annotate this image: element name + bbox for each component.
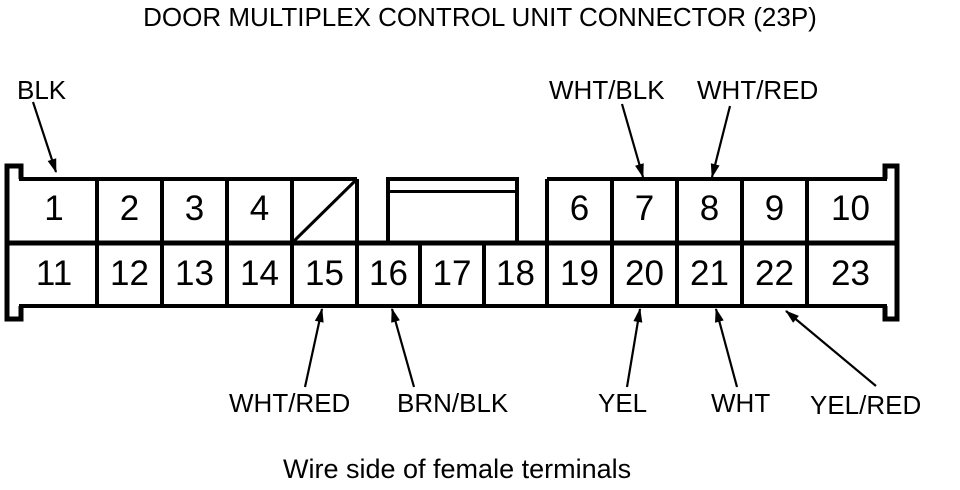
pin-cell-20: 20 [625,254,664,293]
wire-label-brn-blk: BRN/BLK [397,388,509,418]
pin-cell-12: 12 [110,254,149,293]
wire-label-wht-red-top: WHT/RED [697,75,819,105]
leader-arrow-yel-red [785,310,877,387]
pin-cell-9: 9 [764,189,785,228]
leader-arrow-brn-blk [390,308,416,388]
pin-cell-2: 2 [119,189,140,228]
pin-cell-4: 4 [249,189,270,228]
pin-cell-14: 14 [240,254,279,293]
pin-cell-6: 6 [569,189,590,228]
pin-cell-8: 8 [699,189,720,228]
keyway-tab [386,177,519,243]
wire-label-yel-red: YEL/RED [810,390,922,420]
pin-cell-22: 22 [755,254,794,293]
caption-wire-side: Wire side of female terminals [283,454,632,484]
pin-cell-21: 21 [690,254,729,293]
leader-arrow-wht [714,308,739,388]
pin-cell-10: 10 [831,189,870,228]
wire-label-yel: YEL [598,388,648,418]
pin-cell-1: 1 [44,189,64,228]
wire-label-wht-red-bottom: WHT/RED [229,388,351,418]
pin-cell-19: 19 [560,254,599,293]
pin-cell-13: 13 [175,254,214,293]
pin-cell-18: 18 [496,254,535,293]
wire-label-wht-blk: WHT/BLK [549,75,665,105]
pin-cell-23: 23 [831,254,870,293]
leader-arrow-wht-blk [620,103,645,178]
pin-cell-16: 16 [369,254,408,293]
pin-cell-17: 17 [432,254,472,293]
pin-cell-15: 15 [305,254,344,293]
leader-arrow-wht-red-top [710,105,732,178]
pin-cell-11: 11 [35,254,73,293]
wire-label-wht: WHT [711,388,771,418]
leader-arrow-blk [31,101,58,173]
wire-label-blk: BLK [17,75,67,105]
leader-arrow-yel [625,308,643,388]
pin-divider-lines [95,179,809,306]
pin-cell-7: 7 [634,189,655,228]
diagram-title: DOOR MULTIPLEX CONTROL UNIT CONNECTOR (2… [143,2,817,32]
blocked-cell-slash [291,179,357,244]
leader-arrow-wht-red-bottom [303,308,324,388]
pin-cell-3: 3 [184,189,205,228]
